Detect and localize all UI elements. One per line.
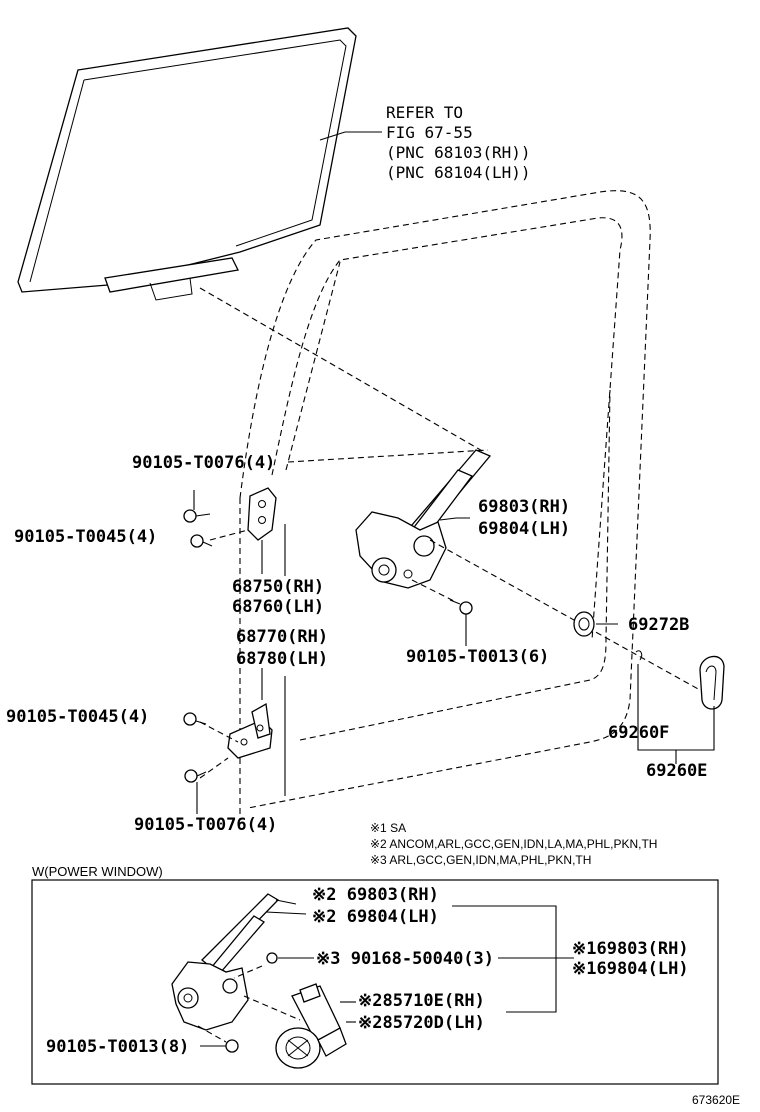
- refer-line-3: (PNC 68103(RH)): [386, 143, 531, 162]
- note-2: ※2 ANCOM,ARL,GCC,GEN,IDN,LA,MA,PHL,PKN,T…: [370, 837, 657, 851]
- label-hinge-upper-rh: 68750(RH): [232, 577, 324, 597]
- regulator-to-handle-line: [429, 539, 701, 691]
- power-motor: [243, 983, 356, 1069]
- door-outline: [239, 190, 651, 820]
- assembly-bracket-line: [452, 905, 557, 1013]
- label-bolt-t0045-top: 90105-T0045(4): [14, 527, 157, 547]
- glass-to-regulator-line: [199, 287, 485, 453]
- bolt-icon: [233, 952, 314, 979]
- label-bolt-t0076-bottom: 90105-T0076(4): [134, 815, 277, 835]
- bolt-icon: [183, 712, 207, 726]
- bolt-icon: [184, 769, 207, 814]
- label-pw-assy-rh: ※169803(RH): [572, 939, 689, 959]
- power-window-frame: [31, 879, 719, 1085]
- label-cap: 69272B: [628, 615, 689, 635]
- cap-ring: [573, 611, 618, 637]
- bolt-icon: [197, 1025, 239, 1053]
- refer-note: REFER TO FIG 67-55 (PNC 68103(RH)) (PNC …: [386, 103, 531, 182]
- note-1: ※1 SA: [370, 821, 406, 835]
- label-hinge-lower-rh: 68770(RH): [236, 627, 328, 647]
- handle-clip: [635, 650, 643, 730]
- label-hinge-upper-lh: 68760(LH): [232, 597, 324, 617]
- lower-hinge: [199, 668, 273, 779]
- label-pw-reg-lh: ※2 69804(LH): [312, 907, 439, 927]
- label-handle-part: 69260F: [608, 723, 669, 743]
- bolt-icon: [183, 490, 211, 523]
- figure-id: 673620E: [692, 1093, 740, 1107]
- upper-hinge: [209, 487, 277, 574]
- label-pw-bolt-50040: ※3 90168-50040(3): [316, 949, 494, 969]
- label-pw-assy-lh: ※169804(LH): [572, 959, 689, 979]
- label-regulator-rh: 69803(RH): [478, 497, 570, 517]
- power-window-title: W(POWER WINDOW): [32, 864, 163, 879]
- window-glass: [17, 27, 382, 301]
- note-3: ※3 ARL,GCC,GEN,IDN,MA,PHL,PKN,TH: [370, 853, 591, 867]
- power-regulator: [171, 893, 307, 1031]
- window-handle: [637, 655, 725, 764]
- label-pw-motor-lh: ※285720D(LH): [358, 1013, 485, 1033]
- label-bolt-t0013: 90105-T0013(6): [406, 647, 549, 667]
- label-pw-bolt-t0013: 90105-T0013(8): [46, 1037, 189, 1057]
- refer-line-2: FIG 67-55: [386, 123, 473, 142]
- refer-line-1: REFER TO: [386, 103, 463, 122]
- label-bolt-t0045-bottom: 90105-T0045(4): [6, 707, 149, 727]
- leader-bolt-t0076-top: [287, 449, 489, 463]
- window-regulator: [355, 449, 492, 589]
- label-handle: 69260E: [646, 761, 707, 781]
- label-bolt-t0076-top: 90105-T0076(4): [132, 453, 275, 473]
- bolt-icon: [190, 534, 213, 548]
- refer-line-4: (PNC 68104(LH)): [386, 163, 531, 182]
- label-pw-motor-rh: ※285710E(RH): [358, 991, 485, 1011]
- label-hinge-lower-lh: 68780(LH): [236, 649, 328, 669]
- bolt-icon: [411, 579, 473, 646]
- label-pw-reg-rh: ※2 69803(RH): [312, 885, 439, 905]
- label-regulator-lh: 69804(LH): [478, 519, 570, 539]
